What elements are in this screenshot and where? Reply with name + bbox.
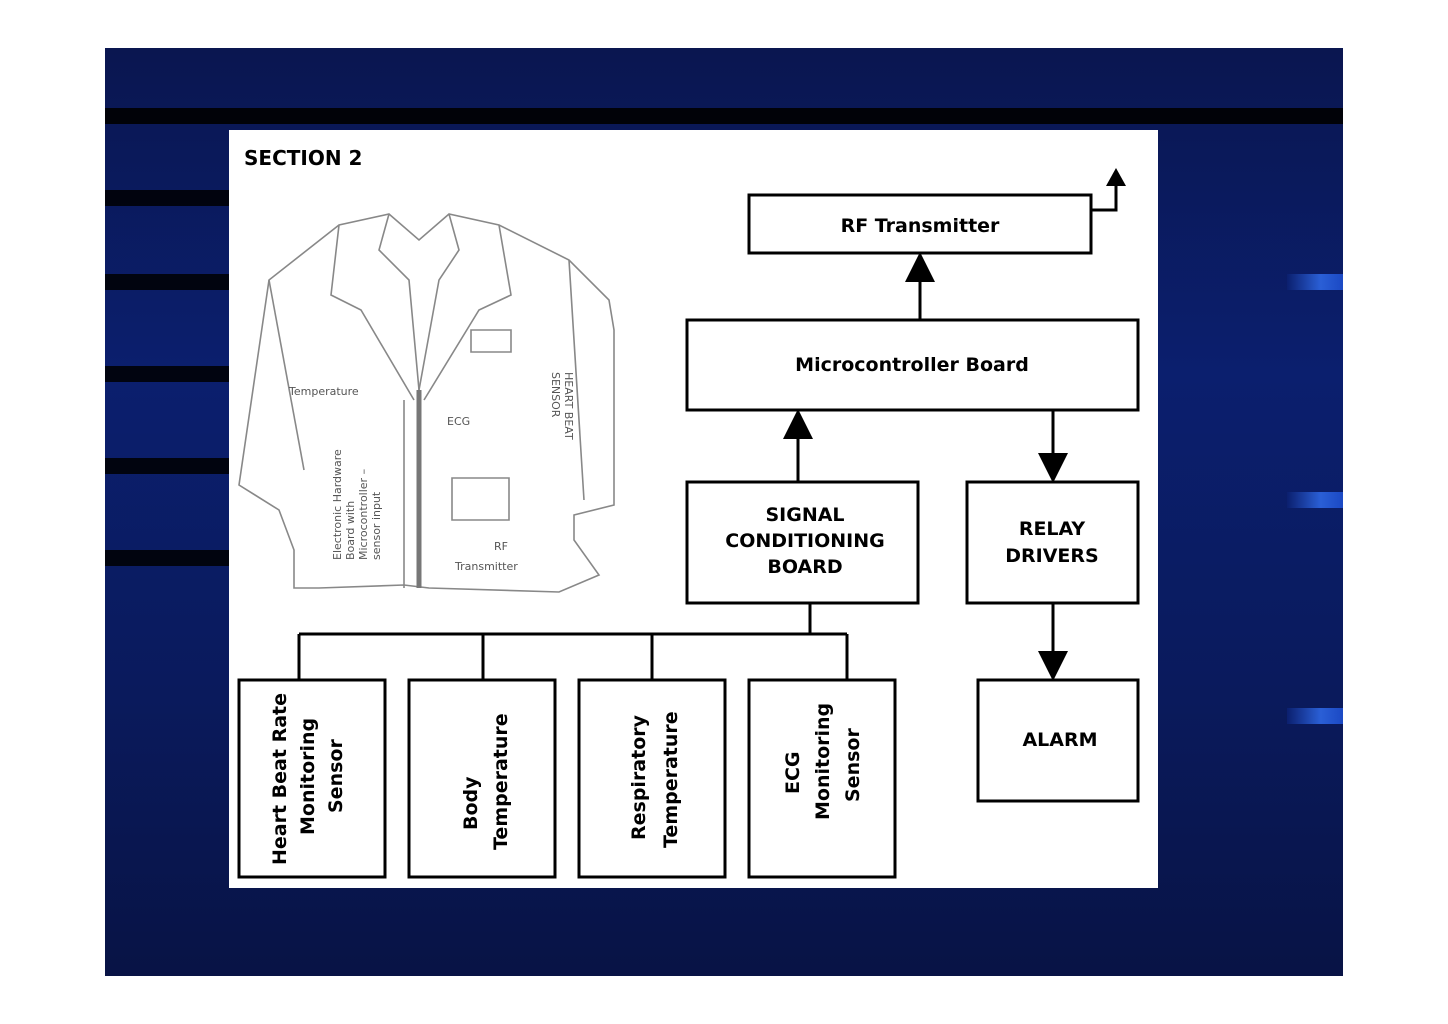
relay-drivers-line-1: RELAY: [1019, 518, 1086, 540]
connectors: [297, 252, 1068, 681]
microcontroller-board-box: Microcontroller Board: [685, 318, 1140, 412]
coat-rf-line-1: RF: [494, 540, 508, 553]
sensor-3-line-2: Temperature: [660, 711, 682, 848]
microcontroller-label: Microcontroller Board: [795, 354, 1029, 376]
coat-ecg-label: ECG: [447, 415, 470, 428]
section-title: SECTION 2: [244, 146, 362, 170]
relay-drivers-line-2: DRIVERS: [1005, 545, 1098, 567]
sensor-4-line-1: ECG: [782, 751, 804, 794]
coat-hardware-line-4: sensor input: [370, 491, 383, 560]
alarm-label: ALARM: [1022, 729, 1097, 751]
alarm-box: ALARM: [976, 678, 1140, 803]
coat-heart-beat-line-2: SENSOR: [549, 372, 562, 418]
coat-heart-beat-line-1: HEART BEAT: [562, 372, 575, 440]
coat-temperature-label: Temperature: [288, 385, 359, 398]
diagram-panel: SECTION 2 Temperature ECG Electronic Har…: [229, 130, 1158, 888]
sensor-2-line-2: Temperature: [490, 713, 512, 850]
block-diagram: SECTION 2 Temperature ECG Electronic Har…: [237, 146, 1140, 879]
sensor-1-line-2: Monitoring: [297, 718, 319, 835]
coat-rf-line-2: Transmitter: [454, 560, 518, 573]
signal-conditioning-line-3: BOARD: [767, 556, 842, 578]
sensor-4-line-2: Monitoring: [812, 703, 834, 820]
relay-drivers-box: RELAY DRIVERS: [965, 480, 1140, 605]
sensor-heart-beat-box: Heart Beat Rate Monitoring Sensor: [237, 678, 387, 879]
antenna-icon: [1091, 168, 1126, 212]
coat-hardware-line-1: Electronic Hardware: [331, 449, 344, 560]
sensor-1-line-3: Sensor: [325, 739, 347, 813]
coat-labels: Temperature ECG Electronic Hardware Boar…: [288, 372, 575, 573]
signal-conditioning-line-2: CONDITIONING: [725, 530, 885, 552]
signal-conditioning-box: SIGNAL CONDITIONING BOARD: [685, 480, 920, 605]
sensor-3-line-1: Respiratory: [628, 714, 650, 840]
signal-conditioning-line-1: SIGNAL: [765, 504, 844, 526]
sensor-respiratory-temperature-box: Respiratory Temperature: [577, 678, 727, 879]
sensor-body-temperature-box: Body Temperature: [407, 678, 557, 879]
sensor-4-line-3: Sensor: [842, 728, 864, 802]
rf-transmitter-box: RF Transmitter: [747, 193, 1093, 255]
coat-hardware-line-3: Microcontroller –: [357, 469, 370, 560]
lab-coat-illustration: [238, 213, 615, 593]
coat-hardware-line-2: Board with: [344, 501, 357, 560]
sensor-1-line-1: Heart Beat Rate: [269, 693, 291, 865]
rf-transmitter-label: RF Transmitter: [841, 215, 1000, 237]
sensor-2-line-1: Body: [460, 776, 482, 830]
sensor-ecg-monitoring-box: ECG Monitoring Sensor: [747, 678, 897, 879]
